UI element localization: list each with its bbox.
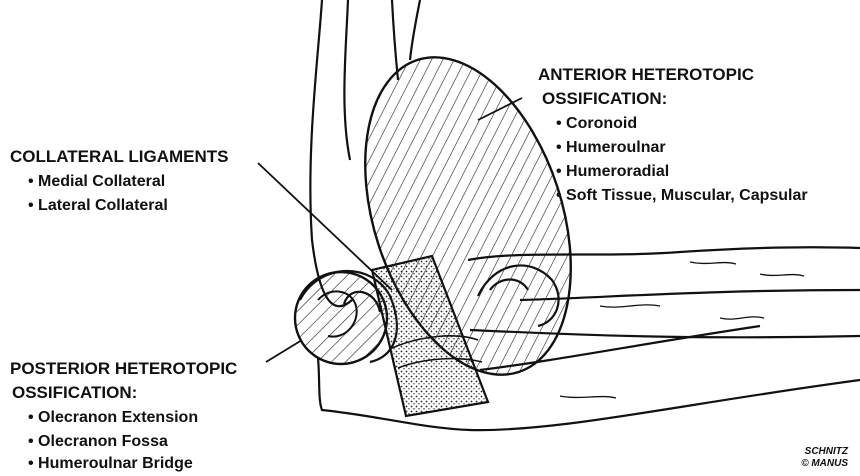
artist-signature: SCHNITZ © MANUS <box>790 446 848 470</box>
anterior-item: • Humeroulnar <box>556 136 666 160</box>
collateral-item: • Medial Collateral <box>28 170 165 194</box>
posterior-title-cont: OSSIFICATION: <box>12 382 137 404</box>
anterior-item: • Soft Tissue, Muscular, Capsular <box>556 184 808 208</box>
posterior-item: • Olecranon Fossa <box>28 430 168 454</box>
anterior-item: • Humeroradial <box>556 160 669 184</box>
signature-line-2: © MANUS <box>790 458 848 470</box>
collateral-title: COLLATERAL LIGAMENTS <box>10 146 228 168</box>
anterior-title-cont: OSSIFICATION: <box>542 88 667 110</box>
signature-line-1: SCHNITZ <box>790 446 848 458</box>
posterior-title: POSTERIOR HETEROTOPIC <box>10 358 237 380</box>
posterior-item: • Olecranon Extension <box>28 406 198 430</box>
anterior-item: • Coronoid <box>556 112 637 136</box>
posterior-ossification-region <box>295 272 387 364</box>
posterior-item: • Humeroulnar Bridge <box>28 452 193 476</box>
collateral-item: • Lateral Collateral <box>28 194 168 218</box>
anterior-title: ANTERIOR HETEROTOPIC <box>538 64 754 86</box>
posterior-leader-line <box>266 340 302 362</box>
